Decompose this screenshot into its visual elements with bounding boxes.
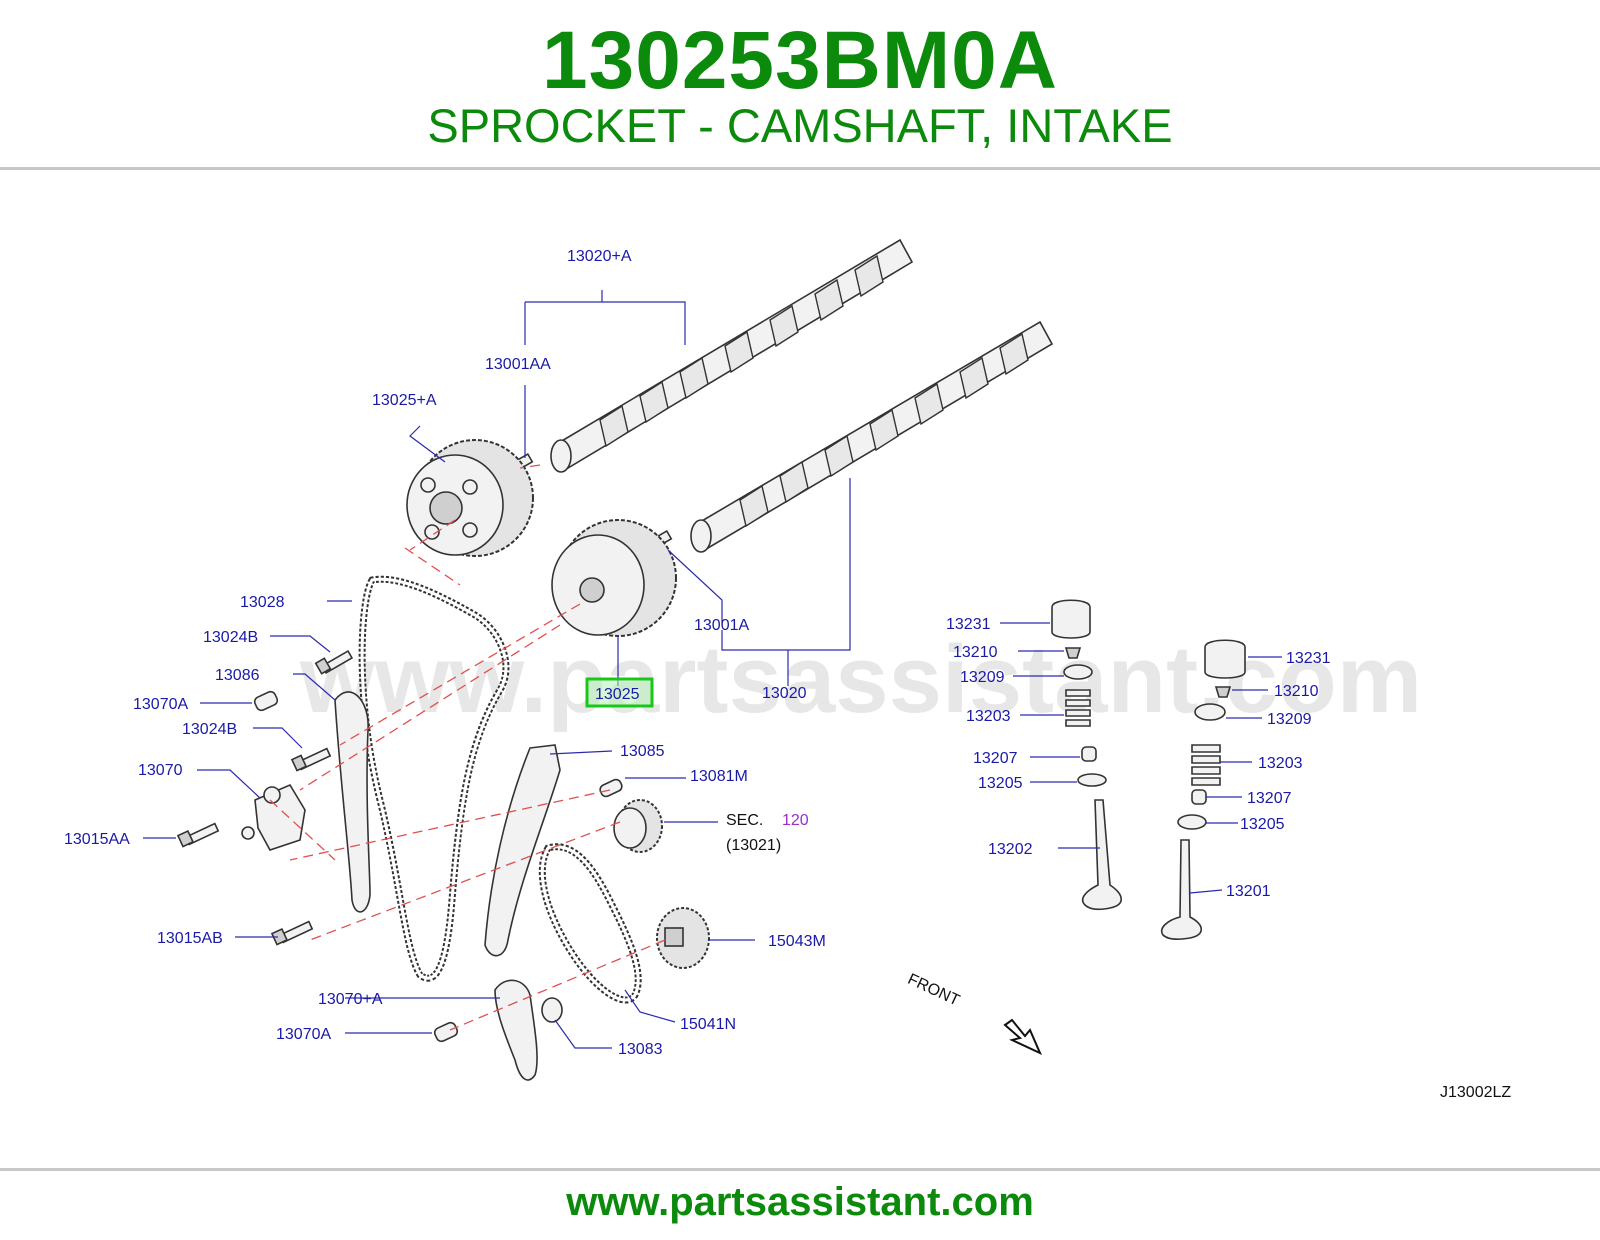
camshaft-lower[interactable] <box>690 320 1054 553</box>
sprocket-intake[interactable] <box>551 519 677 637</box>
label-13203-1[interactable]: 13203 <box>966 708 1011 725</box>
footer-url[interactable]: www.partsassistant.com <box>566 1180 1034 1224</box>
pin-13070A-lower[interactable] <box>433 1021 459 1043</box>
label-13083[interactable]: 13083 <box>618 1041 663 1058</box>
parts-diagram: www.partsassistant.com <box>64 238 1511 1101</box>
label-13015AA[interactable]: 13015AA <box>64 831 130 848</box>
label-13205-1[interactable]: 13205 <box>978 775 1023 792</box>
label-13231-2[interactable]: 13231 <box>1286 650 1331 667</box>
front-arrow-icon <box>1003 1018 1042 1056</box>
highlight-box <box>585 677 654 708</box>
label-13210-2[interactable]: 13210 <box>1274 683 1319 700</box>
label-13015AB[interactable]: 13015AB <box>157 930 223 947</box>
label-13025-highlighted[interactable]: 13025 <box>595 686 640 703</box>
tension-guide[interactable] <box>484 744 561 957</box>
front-label: FRONT <box>905 971 962 1010</box>
label-13209-1[interactable]: 13209 <box>960 669 1005 686</box>
part-number: 130253BM0A <box>542 15 1058 106</box>
tensioner-arm[interactable] <box>494 979 538 1081</box>
nut-13083[interactable] <box>541 997 563 1023</box>
label-13203-2[interactable]: 13203 <box>1258 755 1303 772</box>
label-13028[interactable]: 13028 <box>240 594 285 611</box>
label-13020[interactable]: 13020 <box>762 685 807 702</box>
slack-guide[interactable] <box>334 691 371 913</box>
page-header: 130253BM0A SPROCKET - CAMSHAFT, INTAKE <box>0 0 1600 170</box>
valve-assembly-1[interactable] <box>1051 599 1123 911</box>
label-13070A-2[interactable]: 13070A <box>276 1026 331 1043</box>
diagram-code: J13002LZ <box>1440 1084 1511 1101</box>
label-13205-2[interactable]: 13205 <box>1240 816 1285 833</box>
bolt-13015AB[interactable] <box>270 920 314 946</box>
crank-sprocket[interactable] <box>613 799 663 853</box>
label-13207-2[interactable]: 13207 <box>1247 790 1292 807</box>
label-15043M[interactable]: 15043M <box>768 933 826 950</box>
label-13086[interactable]: 13086 <box>215 667 260 684</box>
valve-assembly-2[interactable] <box>1161 639 1246 941</box>
label-15041N[interactable]: 15041N <box>680 1016 736 1033</box>
label-13024B-2[interactable]: 13024B <box>182 721 237 738</box>
bolt-13024B-lower[interactable] <box>290 747 332 772</box>
label-13201[interactable]: 13201 <box>1226 883 1271 900</box>
label-13001A[interactable]: 13001A <box>694 617 749 634</box>
label-13210-1[interactable]: 13210 <box>953 644 998 661</box>
chain-tensioner[interactable] <box>241 783 306 851</box>
pin-13081M[interactable] <box>598 778 623 798</box>
label-sec-number[interactable]: 120 <box>782 812 809 829</box>
oil-pump-sprocket[interactable] <box>656 907 710 969</box>
label-13081M[interactable]: 13081M <box>690 768 748 785</box>
label-sec: SEC. <box>726 812 763 829</box>
label-13209-2[interactable]: 13209 <box>1267 711 1312 728</box>
pin-13070A-upper[interactable] <box>253 690 279 712</box>
header-divider <box>0 167 1600 170</box>
camshaft-upper[interactable] <box>550 238 914 473</box>
sprocket-exhaust[interactable] <box>406 439 534 557</box>
bolt-13024B-upper[interactable] <box>314 649 354 675</box>
label-13070plusA[interactable]: 13070+A <box>318 991 383 1008</box>
label-sec-ref: (13021) <box>726 837 781 854</box>
label-13020A[interactable]: 13020+A <box>567 248 632 265</box>
label-13025A[interactable]: 13025+A <box>372 392 437 409</box>
label-13024B-1[interactable]: 13024B <box>203 629 258 646</box>
part-title: SPROCKET - CAMSHAFT, INTAKE <box>427 99 1173 152</box>
label-13070A-1[interactable]: 13070A <box>133 696 188 713</box>
label-13231-1[interactable]: 13231 <box>946 616 991 633</box>
label-13202[interactable]: 13202 <box>988 841 1033 858</box>
footer-divider <box>0 1168 1600 1171</box>
label-13207-1[interactable]: 13207 <box>973 750 1018 767</box>
label-13001AA[interactable]: 13001AA <box>485 356 551 373</box>
label-13070[interactable]: 13070 <box>138 762 183 779</box>
bolt-13015AA[interactable] <box>176 822 220 848</box>
label-13085[interactable]: 13085 <box>620 743 665 760</box>
watermark: www.partsassistant.com <box>299 626 1422 733</box>
